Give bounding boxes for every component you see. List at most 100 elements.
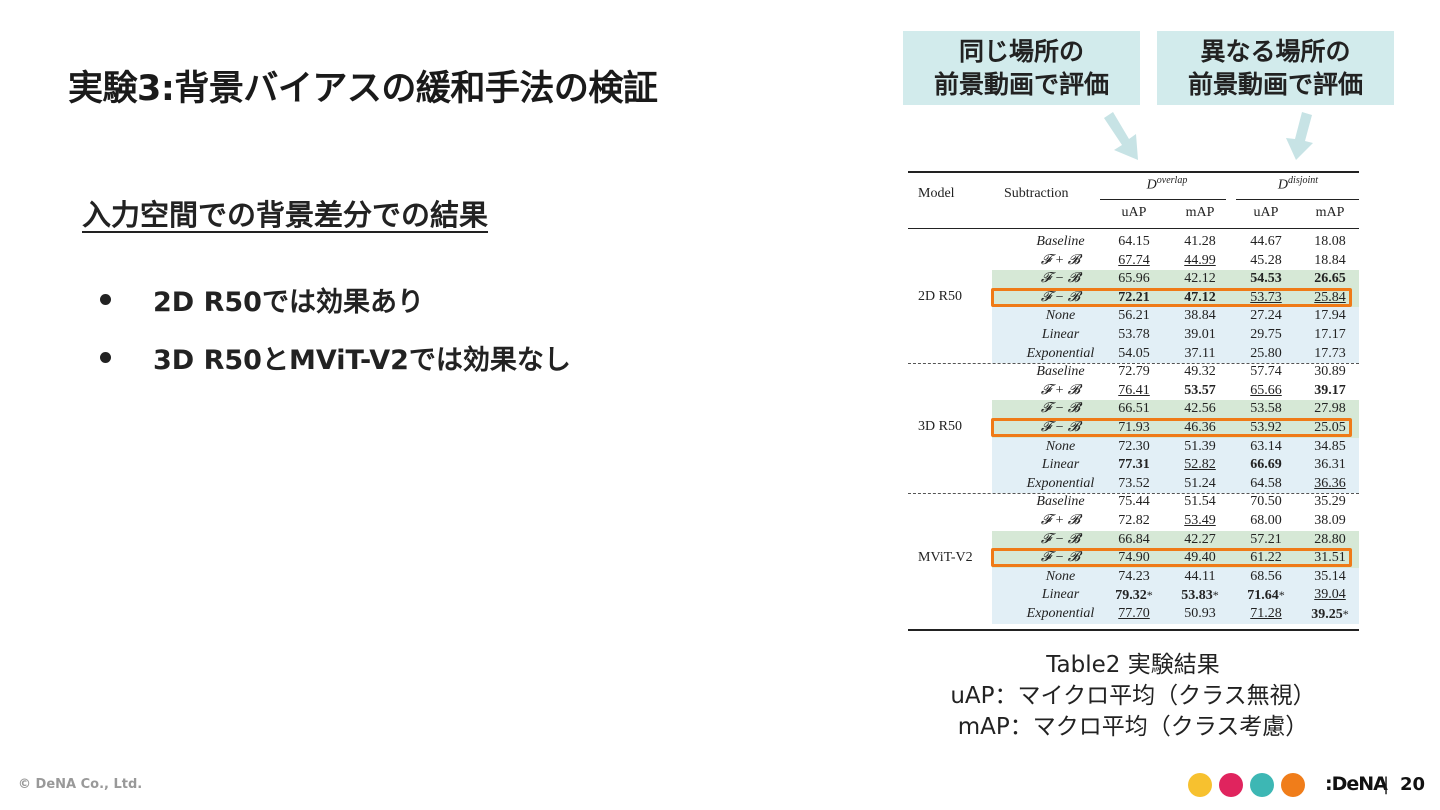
cell-subtraction: None (1045, 308, 1076, 324)
callout-line: 異なる場所の (1200, 37, 1351, 66)
callout-line: 前景動画で評価 (1187, 70, 1363, 99)
row-shading (992, 400, 1359, 419)
cell-value: 53.92 (1250, 420, 1282, 435)
row-shading (992, 437, 1359, 457)
brand-dots (1188, 773, 1305, 797)
cell-value: 53.83* (1181, 588, 1219, 604)
row-shading (992, 586, 1359, 605)
cell-value: 36.31 (1314, 457, 1346, 473)
cell-value: 35.29 (1314, 494, 1346, 510)
caption-line: uAP：マイクロ平均（クラス無視） (950, 683, 1316, 709)
row-shading (992, 549, 1359, 568)
cell-value: 17.17 (1314, 327, 1346, 342)
table-caption: Table2 実験結果 uAP：マイクロ平均（クラス無視） mAP：マクロ平均（… (900, 650, 1366, 743)
cell-value: 53.49 (1184, 513, 1216, 528)
cell-value: 52.82 (1184, 457, 1216, 473)
row-shading (992, 419, 1359, 438)
cell-value: 38.84 (1184, 308, 1216, 324)
cell-value: 45.28 (1250, 252, 1282, 268)
header-disjoint: Ddisjoint (1277, 175, 1319, 193)
cell-subtraction: 𝓕 + 𝓑 (1040, 513, 1081, 528)
caption-line: mAP：マクロ平均（クラス考慮） (957, 714, 1309, 740)
copyright: © DeNA Co., Ltd. (18, 777, 143, 792)
cell-value: 42.56 (1184, 401, 1216, 417)
callout-line: 前景動画で評価 (933, 70, 1109, 99)
brand-dot-icon (1219, 773, 1243, 797)
header-subtraction: Subtraction (1004, 186, 1069, 201)
header-map: mAP (1315, 205, 1345, 220)
cell-value: 28.80 (1314, 531, 1346, 547)
cell-value: 70.50 (1250, 494, 1282, 510)
cell-value: 64.58 (1250, 475, 1282, 491)
cell-value: 27.24 (1250, 308, 1282, 324)
cell-subtraction: 𝓕 − 𝓑 (1040, 550, 1081, 566)
cell-value: 44.99 (1184, 252, 1216, 268)
cell-value: 68.00 (1250, 513, 1282, 528)
cell-value: 72.79 (1118, 364, 1150, 380)
cell-value: 35.14 (1314, 568, 1346, 584)
callout-overlap: 同じ場所の 前景動画で評価 (903, 31, 1140, 105)
cell-value: 65.96 (1118, 271, 1150, 287)
cell-value: 67.74 (1118, 252, 1150, 268)
table-header-rule (908, 228, 1359, 229)
callout-line: 同じ場所の (958, 37, 1084, 66)
cell-subtraction: Baseline (1036, 494, 1085, 510)
cell-value: 50.93 (1184, 606, 1216, 621)
cell-value: 68.56 (1250, 568, 1282, 584)
cell-value: 47.12 (1184, 289, 1216, 305)
row-shading (992, 307, 1359, 326)
row-shading (992, 456, 1359, 475)
cell-value: 49.32 (1184, 364, 1216, 380)
group-divider (908, 493, 1359, 495)
cell-value: 72.82 (1118, 513, 1150, 528)
cell-value: 30.89 (1314, 364, 1346, 380)
cell-subtraction: Exponential (1026, 475, 1095, 491)
cell-value: 51.39 (1184, 438, 1216, 454)
bullet-dot-icon (100, 351, 111, 363)
row-shading (992, 288, 1359, 308)
cell-value: 51.54 (1184, 494, 1216, 510)
cell-value: 49.40 (1184, 550, 1216, 566)
table-bottom-rule (908, 629, 1359, 631)
cell-value: 31.51 (1314, 550, 1346, 566)
header-model: Model (918, 186, 955, 201)
cell-subtraction: 𝓕 + 𝓑 (1040, 382, 1081, 398)
cell-subtraction: 𝓕 − 𝓑̃ (1040, 531, 1081, 547)
cell-value: 57.21 (1250, 531, 1282, 547)
cell-value: 36.36 (1314, 475, 1346, 491)
cell-value: 53.58 (1250, 401, 1282, 417)
header-uap: uAP (1253, 205, 1279, 220)
cell-value: 72.21 (1118, 289, 1150, 305)
cell-value: 42.12 (1184, 271, 1216, 287)
highlight-box (991, 418, 1352, 437)
cell-subtraction: 𝓕 − 𝓑 (1040, 420, 1081, 435)
page-number: 20 (1400, 774, 1426, 795)
cell-value: 63.14 (1250, 438, 1282, 454)
row-shading (992, 567, 1359, 587)
cell-value: 53.73 (1250, 289, 1282, 305)
cell-value: 77.70 (1118, 606, 1150, 621)
cell-subtraction: Linear (1041, 457, 1080, 473)
bullet-item: 3D R50とMViT-V2では効果なし (100, 328, 571, 386)
cell-value: 76.41 (1118, 382, 1150, 398)
cell-value: 39.17 (1314, 382, 1346, 398)
cell-value: 17.73 (1314, 345, 1346, 361)
cell-subtraction: 𝓕 − 𝓑̃ (1040, 401, 1081, 417)
cell-value: 65.66 (1250, 382, 1282, 398)
cell-value: 34.85 (1314, 438, 1346, 454)
